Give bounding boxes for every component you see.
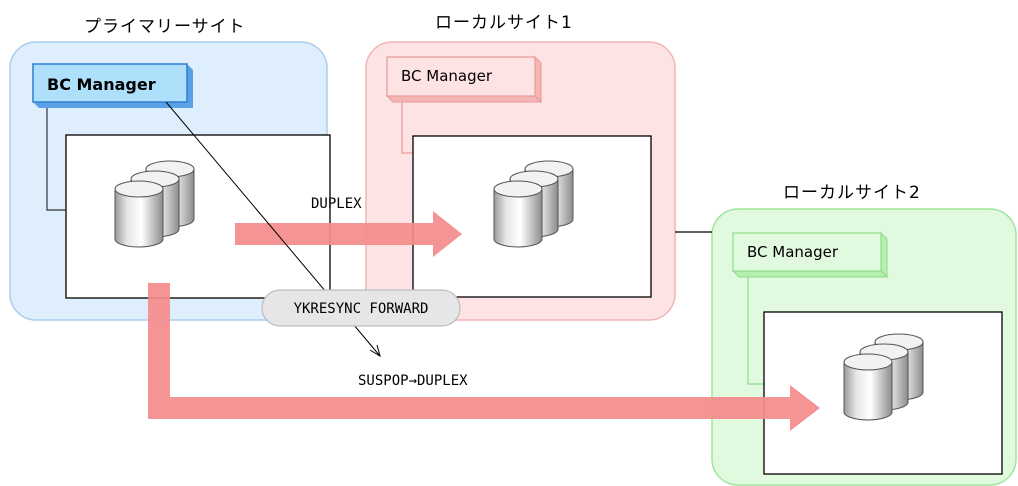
command-label: YKRESYNC FORWARD bbox=[294, 301, 429, 317]
primary-site-title: プライマリーサイト bbox=[84, 17, 246, 37]
local2-manager-box-bottom bbox=[731, 270, 889, 278]
local1-manager-bracket bbox=[401, 96, 413, 154]
primary-storage-box bbox=[65, 134, 331, 299]
local2-manager-box bbox=[732, 232, 882, 272]
suspop-duplex-arrow bbox=[148, 283, 820, 431]
suspop-duplex-label: SUSPOP→DUPLEX bbox=[358, 373, 468, 389]
primary-manager-bracket bbox=[46, 100, 66, 211]
command-arrowhead bbox=[369, 344, 381, 358]
local1-manager-box-bottom bbox=[385, 95, 543, 103]
local2-manager-bracket bbox=[747, 272, 764, 385]
primary-manager-box bbox=[32, 63, 188, 103]
primary-manager-box-bottom bbox=[33, 102, 193, 108]
local2-manager-box-side bbox=[880, 231, 888, 279]
local1-manager-label: BC Manager bbox=[401, 67, 493, 85]
primary-manager-label: BC Manager bbox=[47, 75, 156, 94]
duplex-label: DUPLEX bbox=[311, 196, 362, 212]
local2-manager-label: BC Manager bbox=[747, 243, 839, 261]
duplex-arrow bbox=[235, 211, 462, 257]
local1-manager-box-side bbox=[534, 55, 542, 104]
command-bubble bbox=[261, 289, 461, 327]
primary-manager-box-side bbox=[187, 64, 193, 108]
local1-manager-box bbox=[386, 56, 536, 97]
local-site1-title: ローカルサイト1 bbox=[435, 13, 573, 33]
local-site2-title: ローカルサイト2 bbox=[783, 183, 921, 203]
